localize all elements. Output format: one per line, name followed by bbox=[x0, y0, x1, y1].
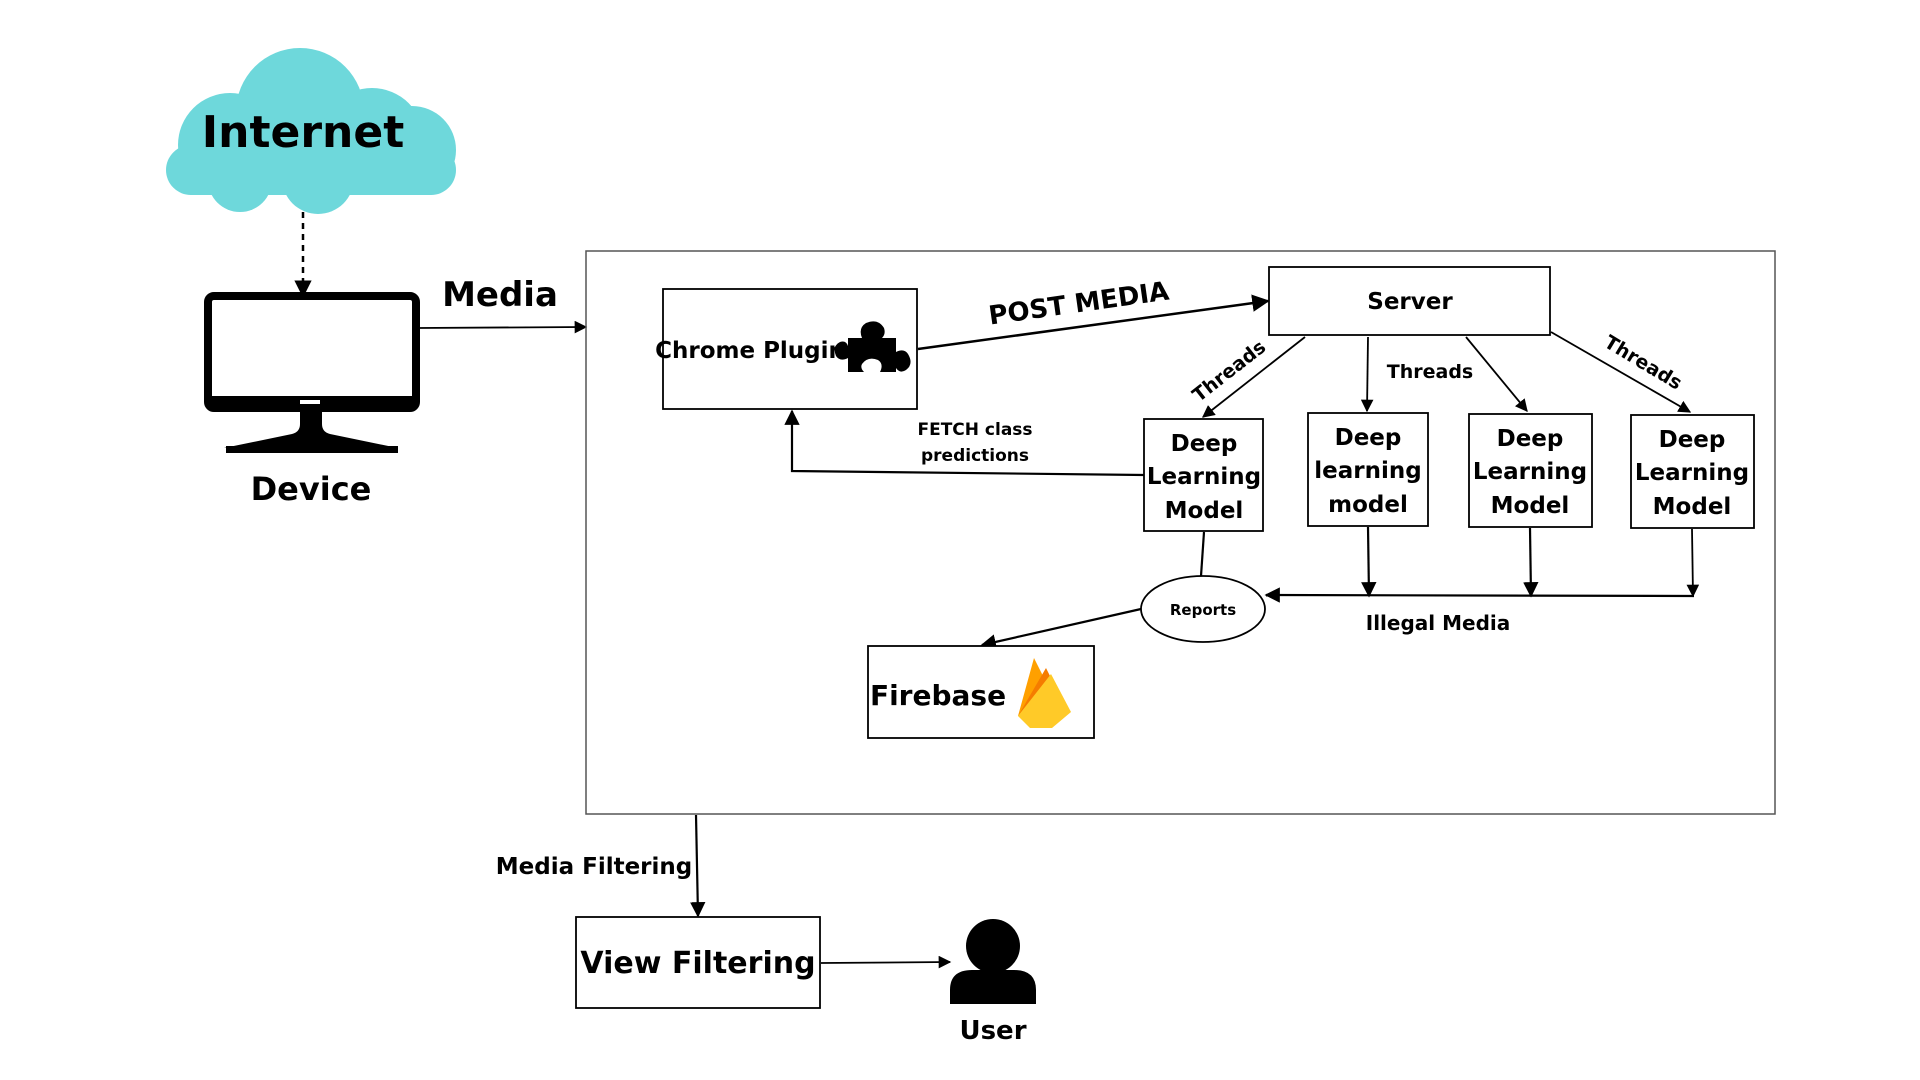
server-to-model-1-arrow bbox=[1202, 336, 1306, 418]
device-to-system-arrow bbox=[417, 320, 588, 334]
firebase-flame-icon bbox=[1018, 658, 1071, 728]
media-label: Media bbox=[442, 275, 558, 315]
model-1-line-3: Model bbox=[1165, 498, 1244, 524]
user-icon bbox=[950, 919, 1036, 1004]
fetch-label-line-2: predictions bbox=[921, 446, 1029, 466]
model-3-line-2: Learning bbox=[1473, 459, 1587, 485]
reports-to-firebase-arrow bbox=[980, 607, 1142, 650]
cloud-icon bbox=[166, 48, 456, 214]
server-to-model-3-arrow bbox=[1465, 336, 1528, 412]
model-2-to-bus-arrow bbox=[1361, 526, 1377, 598]
deep-learning-model-1: Deep Learning Model bbox=[1143, 418, 1264, 532]
model-2-line-1: Deep bbox=[1335, 425, 1402, 451]
system-container bbox=[585, 250, 1776, 815]
chrome-plugin-label: Chrome Plugin bbox=[655, 338, 845, 364]
firebase-label: Firebase bbox=[870, 679, 1006, 712]
model-3-line-1: Deep bbox=[1497, 426, 1564, 452]
view-filtering-node: View Filtering bbox=[575, 916, 821, 1009]
view-filtering-label: View Filtering bbox=[580, 946, 815, 981]
server-to-model-2-arrow bbox=[1360, 336, 1374, 413]
chrome-plugin-node: Chrome Plugin bbox=[655, 288, 918, 410]
user-label: User bbox=[959, 1016, 1026, 1046]
model-1-to-reports-line bbox=[1199, 531, 1206, 577]
model-1-line-1: Deep bbox=[1171, 431, 1238, 457]
reports-label: Reports bbox=[1170, 601, 1236, 619]
model-1-line-2: Learning bbox=[1147, 464, 1261, 490]
system-to-view-filtering-arrow bbox=[690, 814, 706, 918]
model-3-line-3: Model bbox=[1491, 493, 1570, 519]
model-4-line-2: Learning bbox=[1635, 460, 1749, 486]
model-2-line-2: learning bbox=[1314, 458, 1421, 484]
internet-label: Internet bbox=[202, 107, 404, 158]
model-2-line-3: model bbox=[1328, 492, 1408, 518]
internet-cloud: Internet bbox=[166, 48, 456, 214]
device-label: Device bbox=[251, 470, 372, 508]
firebase-node: Firebase bbox=[867, 645, 1095, 739]
threads-label-2: Threads bbox=[1387, 361, 1473, 383]
illegal-media-label: Illegal Media bbox=[1366, 611, 1510, 635]
model-3-to-bus-arrow bbox=[1523, 527, 1539, 598]
puzzle-piece-icon bbox=[834, 321, 911, 372]
model-4-to-bus-arrow bbox=[1686, 528, 1700, 598]
server-label: Server bbox=[1367, 289, 1453, 315]
monitor-icon bbox=[204, 292, 420, 453]
model-4-line-3: Model bbox=[1653, 494, 1732, 520]
deep-learning-model-4: Deep Learning Model bbox=[1630, 414, 1755, 529]
model-to-plugin-fetch-arrow bbox=[784, 409, 1145, 477]
plugin-to-server-arrow bbox=[917, 294, 1270, 351]
media-filtering-label: Media Filtering bbox=[496, 854, 693, 880]
deep-learning-model-3: Deep Learning Model bbox=[1468, 413, 1593, 528]
deep-learning-model-2: Deep learning model bbox=[1307, 412, 1429, 527]
server-to-model-4-arrow bbox=[1550, 331, 1692, 413]
server-node: Server bbox=[1268, 266, 1551, 336]
model-4-line-1: Deep bbox=[1659, 427, 1726, 453]
view-filtering-to-user-arrow bbox=[820, 955, 952, 969]
post-media-label: POST MEDIA bbox=[987, 277, 1171, 332]
reports-node: Reports bbox=[1140, 575, 1266, 643]
illegal-media-bus-arrow bbox=[1264, 587, 1695, 603]
fetch-label-line-1: FETCH class bbox=[917, 420, 1032, 440]
